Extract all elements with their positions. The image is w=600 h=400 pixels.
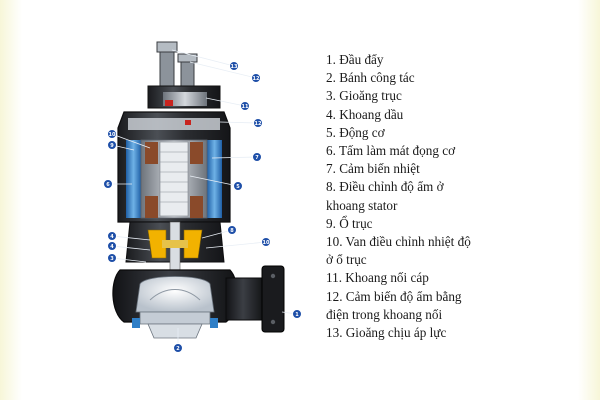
callout-number: 4: [110, 244, 114, 250]
legend-item: 5. Động cơ: [326, 124, 385, 140]
callout-marker: [107, 140, 117, 150]
legend-item: 7. Cảm biến nhiệt: [326, 161, 420, 177]
legend-item: 12. Cảm biến độ ẩm bằng điện trong khoan…: [326, 288, 596, 324]
callout-leader: [111, 133, 151, 149]
callout-leader: [189, 61, 257, 79]
callout-leader: [211, 156, 258, 159]
callout-marker: [103, 179, 113, 189]
callout-marker: [233, 181, 243, 191]
callout-marker: [227, 225, 237, 235]
callout-number: 9: [110, 143, 114, 149]
callout-marker: [107, 253, 117, 263]
volute-casing: [112, 265, 285, 339]
callout-leader: [111, 235, 151, 241]
callout-leader: [111, 257, 147, 263]
callout-number: 7: [255, 155, 259, 161]
parts-legend: 1. Đầu đẩy 2. Bánh công tác 3. Gioăng tr…: [326, 51, 596, 342]
callout-number: 1: [295, 312, 299, 318]
callout-leader: [201, 229, 233, 239]
left-edge-tint: [0, 0, 22, 400]
callout-marker: [240, 101, 250, 111]
callout-marker: [107, 129, 117, 139]
callout-marker: [292, 309, 302, 319]
callout-marker: [173, 343, 183, 353]
callout-number: 8: [230, 228, 234, 234]
motor-housing: [117, 100, 231, 223]
callout-leader: [111, 245, 151, 251]
legend-item: 9. Ổ trục: [326, 215, 373, 231]
legend-item: 4. Khoang dầu: [326, 106, 404, 122]
callout-number: 12: [253, 76, 260, 82]
callout-number: 13: [231, 64, 238, 70]
callout-leader: [189, 175, 239, 187]
callout-number: 12: [255, 121, 262, 127]
callout-number: 10: [263, 240, 270, 246]
legend-item: 2. Bánh công tác: [326, 70, 415, 86]
callout-leader: [205, 97, 246, 107]
legend-item: 11. Khoang nối cáp: [326, 270, 429, 286]
legend-item-continuation: điện trong khoang nối: [326, 306, 443, 322]
callout-marker: [252, 152, 262, 162]
callout-leader: [171, 49, 235, 67]
callout-marker: [229, 61, 239, 71]
legend-item: 6. Tấm làm mát đọng cơ: [326, 143, 456, 159]
right-edge-tint: [578, 0, 600, 400]
callout-marker: [251, 73, 261, 83]
callout-marker: [107, 231, 117, 241]
legend-item: 1. Đầu đẩy: [326, 52, 384, 67]
oil-chamber: [125, 221, 225, 271]
callout-marker: [107, 241, 117, 251]
callout-leader: [205, 241, 267, 249]
callout-number: 5: [236, 184, 240, 190]
callout-number: 6: [106, 182, 110, 188]
callout-number: 2: [176, 346, 180, 352]
callout-leader: [219, 121, 259, 124]
callout-marker: [261, 237, 271, 247]
cable-entry: [147, 41, 221, 109]
callout-number: 4: [110, 234, 114, 240]
legend-item-continuation: khoang stator: [326, 197, 398, 213]
callout-number: 3: [110, 256, 114, 262]
callout-number: 11: [242, 104, 249, 110]
legend-item-continuation: ở ổ trục: [326, 252, 367, 268]
callout-number: 10: [109, 132, 116, 138]
legend-item: 3. Gioăng trục: [326, 88, 402, 104]
legend-item: 13. Gioăng chịu áp lực: [326, 325, 447, 341]
callout-marker: [253, 118, 263, 128]
